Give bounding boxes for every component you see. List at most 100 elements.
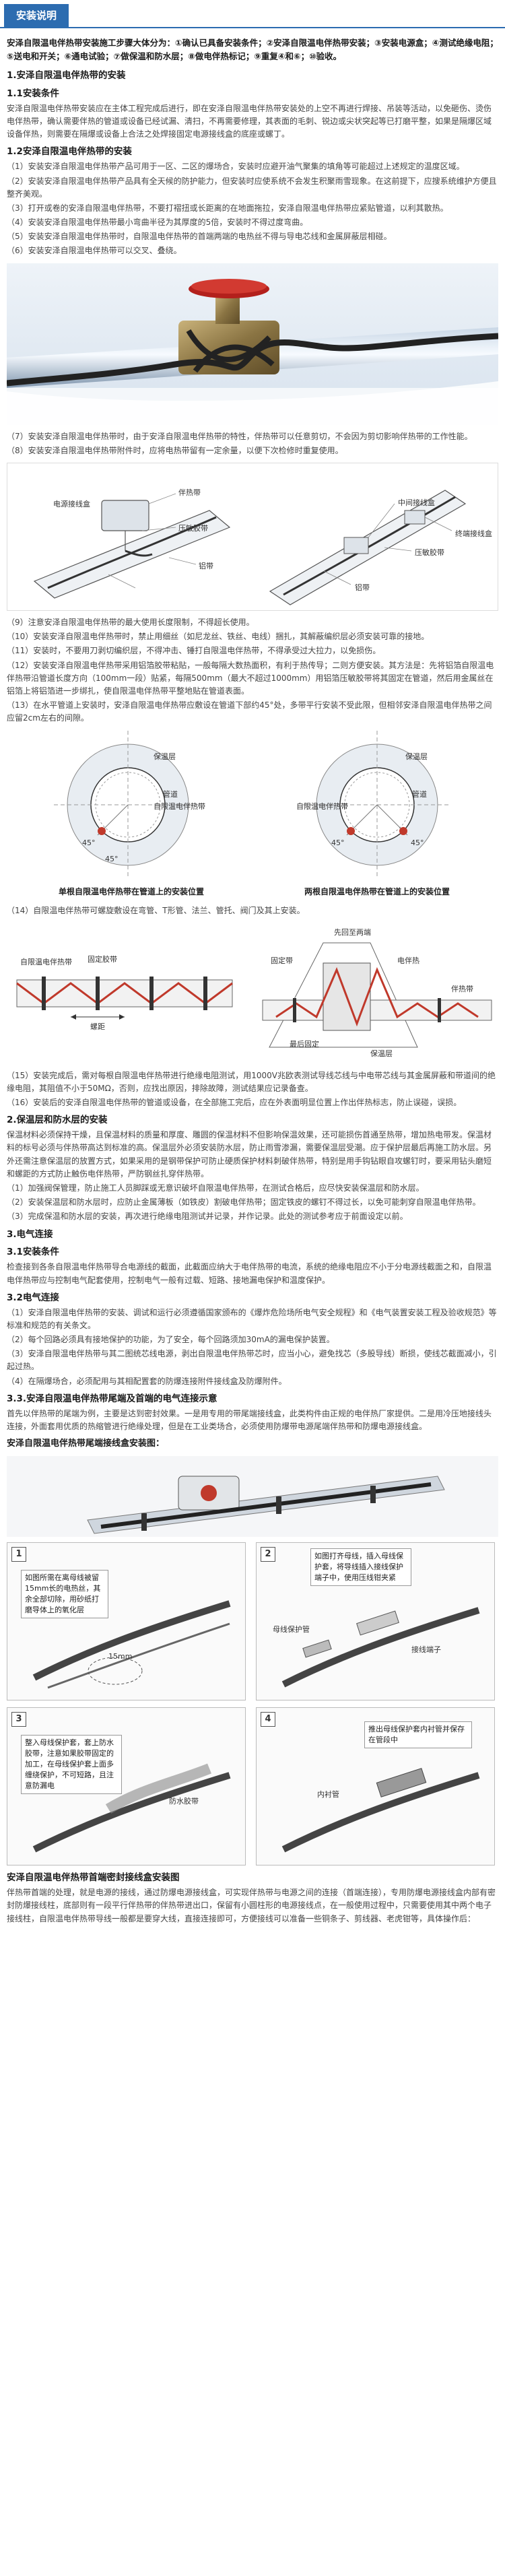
label-aluminum: 铝带 xyxy=(199,562,213,571)
subsection-heading: 3.2电气连接 xyxy=(7,1292,59,1303)
step-illustration xyxy=(32,1763,231,1853)
label-angle: 45° xyxy=(82,838,96,847)
cross-section-diagram: 保温层 管道 自限温电伴热带 45° 45° 保温层 管道 自限温电伴热带 45… xyxy=(7,730,498,899)
label-note: 伴热带 xyxy=(451,984,473,993)
step-illustration xyxy=(281,1768,480,1853)
paragraph: （13）在水平管道上安装时，安泽自限温电伴热带应敷设在管道下部约45°处，多带平… xyxy=(7,700,492,723)
label-note: 先回至两端 xyxy=(334,927,371,937)
step-number: 4 xyxy=(261,1712,275,1727)
junction-svg xyxy=(33,490,467,605)
end-seal-photo xyxy=(7,1456,498,1538)
paragraph: 安泽自限温电伴热带安装应在主体工程完成后进行，即在安泽自限温电伴热带安装处的上空… xyxy=(7,103,492,139)
paragraph: （12）安装安泽自限温电伴热带采用铝箔胶带粘贴，一般每隔大数热面积，有利于热传导… xyxy=(7,660,494,696)
paragraph: （2）每个回路必须具有接地保护的功能，为了安全，每个回路须加30mA的漏电保护装… xyxy=(7,1335,335,1345)
paragraph: 伴热带首端的处理，就是电源的接线，通过防爆电源接线盒，可实现伴热带与电源之间的连… xyxy=(7,1888,496,1923)
section-heading: 2.保温层和防水层的安装 xyxy=(7,1115,108,1126)
label-insulation: 保温层 xyxy=(154,752,176,761)
caption-double: 两根自限温电伴热带在管道上的安装位置 xyxy=(304,886,450,896)
paragraph: （9）注意安泽自限温电伴热带的最大使用长度限制，不得超长使用。 xyxy=(7,618,255,628)
step-number: 3 xyxy=(11,1712,26,1727)
paragraph: （16）安装后的安泽自限温电伴热带的管道或设备，在全部施工完后，应在外表面明显位… xyxy=(7,1098,462,1108)
paragraph: （1）安装安泽自限温电伴热带产品可用于一区、二区的爆场合，安装时应避开油气聚集的… xyxy=(7,162,465,172)
step-panel-3: 3 整入母线保护套，套上防水胶带，注意如果胶带固定的加工，在母线保护套上面多缠绕… xyxy=(7,1707,246,1866)
label-tape-2: 压敏胶带 xyxy=(415,548,444,558)
label-angle: 45° xyxy=(411,838,424,847)
step-note: 如图打齐母线，插入母线保护套，将导线插入接线保护端子中，使用压线钳夹紧 xyxy=(310,1548,411,1587)
paragraph: （10）安装安泽自限温电伴热带时，禁止用细丝（如尼龙丝、铁丝、电线）捆扎，其解蔽… xyxy=(7,632,430,642)
label-waterproof-tape: 防水胶带 xyxy=(169,1797,199,1806)
label-length: 15mm xyxy=(108,1652,133,1661)
steps-grid: 1 如图所需在离母线被留15mm长的电热丝，其余全部切除，用砂纸打磨导体上的氧化… xyxy=(7,1542,498,1866)
caption-single: 单根自限温电伴热带在管道上的安装位置 xyxy=(58,886,204,896)
subsection-heading: 安泽自限温电伴热带首端密封接线盒安装图 xyxy=(7,1872,180,1884)
figure-title: 安泽自限温电伴热带尾端接线盒安装图： xyxy=(7,1439,165,1449)
paragraph: （6）安装安泽自限温电伴热带可以交叉、叠绕。 xyxy=(7,246,182,256)
label-liner: 内衬管 xyxy=(317,1790,339,1799)
subsection-heading: 3.1安装条件 xyxy=(7,1247,59,1258)
step-note: 整入母线保护套，套上防水胶带，注意如果胶带固定的加工，在母线保护套上面多缠绕保护… xyxy=(21,1735,122,1794)
subsection-heading: 1.1安装条件 xyxy=(7,88,59,99)
paragraph: （3）完成保温和防水层的安装，再次进行绝缘电阻测试并记录，并作记录。此处的测试参… xyxy=(7,1212,408,1222)
label-power-box: 电源接线盒 xyxy=(53,500,90,509)
label-cable: 自限温电伴热带 xyxy=(154,801,205,811)
tab-install-instructions[interactable]: 安装说明 xyxy=(4,3,69,27)
label-note: 电伴热 xyxy=(397,956,419,965)
label-angle: 45° xyxy=(105,854,119,863)
label-note: 最后固定 xyxy=(290,1039,319,1049)
label-pitch: 螺距 xyxy=(90,1022,105,1031)
paragraph: （3）安泽自限温电伴热带与其二图统芯线电源，剥出自限温电伴热带芯时，应当小心，避… xyxy=(7,1349,497,1372)
step-number: 1 xyxy=(11,1547,26,1562)
label-tape: 压敏胶带 xyxy=(178,524,208,533)
step-note: 如图所需在离母线被留15mm长的电热丝，其余全部切除，用砂纸打磨导体上的氧化层 xyxy=(21,1570,108,1618)
paragraph: 首先以伴热带的尾端为例，主要是达到密封效果。一是用专用的带尾端接线盒，此类构件由… xyxy=(7,1408,492,1431)
label-cable: 伴热带 xyxy=(178,488,201,498)
step-illustration xyxy=(32,1600,231,1689)
header-bar: 安装说明 xyxy=(0,0,505,28)
step-panel-1: 1 如图所需在离母线被留15mm长的电热丝，其余全部切除，用砂纸打磨导体上的氧化… xyxy=(7,1542,246,1701)
paragraph: （15）安装完成后，需对每根自限温电伴热带进行绝缘电阻测试，用1000V兆欧表测… xyxy=(7,1070,496,1093)
label-note: 固定带 xyxy=(271,956,293,965)
main-content: 安泽自限温电伴热带安装施工步骤大体分为：①确认已具备安装条件；②安泽自限温电伴热… xyxy=(0,28,505,1925)
subsection-heading: 1.2安泽自限温电伴热带的安装 xyxy=(7,146,132,158)
label-insulation: 保温层 xyxy=(405,752,428,761)
paragraph: （8）安装安泽自限温电伴热带附件时，应将电热带留有一定余量，以便下次检修时重复使… xyxy=(7,445,343,455)
junction-box-diagram: 电源接线盒 伴热带 压敏胶带 铝带 中间接线盒 压敏胶带 铝带 终端接线盒 xyxy=(7,463,498,612)
paragraph: （2）安装保温层和防水层时，应防止金属薄板（如铁皮）割破电伴热带；固定铁皮的螺钉… xyxy=(7,1197,481,1208)
paragraph: （3）打开或卷的安泽自限温电伴热带，不要打褶扭或长距离的在地面拖拉，安泽自限温电… xyxy=(7,203,448,213)
paragraph: 保温材料必须保持干燥，且保温材料的质量和厚度、雕圆的保温材料不但影响保温效果，还… xyxy=(7,1130,492,1179)
label-aluminum-2: 铝带 xyxy=(355,583,370,593)
step-illustration xyxy=(281,1607,480,1688)
step-panel-2: 2 如图打齐母线，插入母线保护套，将导线插入接线保护端子中，使用压线钳夹紧 母线… xyxy=(256,1542,495,1701)
cross-section-svg xyxy=(54,730,451,879)
paragraph: （14）自限温电伴热带可螺旋敷设在弯管、T形管、法兰、管托、阀门及其上安装。 xyxy=(7,905,305,915)
label-cable: 自限温电伴热带 xyxy=(296,801,348,811)
step-number: 2 xyxy=(261,1547,275,1562)
intro-text: 安泽自限温电伴热带安装施工步骤大体分为：①确认已具备安装条件；②安泽自限温电伴热… xyxy=(7,38,498,61)
paragraph: （4）在隔爆场合，必须配用与其相配置套的防爆连接附件接线盒及防爆附件。 xyxy=(7,1376,287,1386)
paragraph: （4）安装安泽自限温电伴热带最小弯曲半径为其厚度的5倍，安装时不得过度弯曲。 xyxy=(7,218,308,228)
label-pipe: 管道 xyxy=(163,789,178,799)
step-note: 推出母线保护套内衬管并保存在管段中 xyxy=(364,1721,472,1749)
label-cable: 自限温电伴热带 xyxy=(20,957,72,966)
paragraph: （7）安装安泽自限温电伴热带时，由于安泽自限温电伴热带的特性，伴热带可以任意剪切… xyxy=(7,431,473,441)
spiral-winding-diagram: 自限温电伴热带 固定胶带 螺距 先回至两端 固定带 最后固定 电伴热 伴热带 保… xyxy=(7,923,498,1064)
valve-illustration xyxy=(6,263,499,425)
label-strap: 固定胶带 xyxy=(88,954,117,964)
label-sleeve: 母线保护管 xyxy=(273,1625,310,1634)
label-tee-box: 中间接线盒 xyxy=(398,498,435,508)
valve-photo xyxy=(6,263,499,425)
label-terminal: 接线端子 xyxy=(411,1645,441,1655)
label-pipe: 管道 xyxy=(412,789,427,799)
label-note: 保温层 xyxy=(370,1049,393,1058)
paragraph: 检查接到各条自限温电伴热带导合电源线的截面，此截面应纳大于电伴热带的电流，系统的… xyxy=(7,1262,492,1285)
spiral-svg xyxy=(16,942,492,1048)
end-seal-svg xyxy=(7,1456,498,1538)
label-angle: 45° xyxy=(331,838,345,847)
label-end-box: 终端接线盒 xyxy=(455,529,492,539)
section-heading: 3.电气连接 xyxy=(7,1228,53,1240)
paragraph: （1）加强阀保管理，防止施工人员脚踩或无意识破坏自限温电伴热带，在测试合格后，应… xyxy=(7,1183,424,1193)
paragraph: （2）安装安泽自限温电伴热带产品具有全天候的防护能力，但安装时应使系统不会发生积… xyxy=(7,176,497,199)
subsection-heading: 3.3.安泽自限温电伴热带尾端及首端的电气连接示意 xyxy=(7,1393,217,1404)
paragraph: （1）安泽自限温电伴热带的安装、调试和运行必须遵循国家颁布的《爆炸危险场所电气安… xyxy=(7,1307,497,1330)
